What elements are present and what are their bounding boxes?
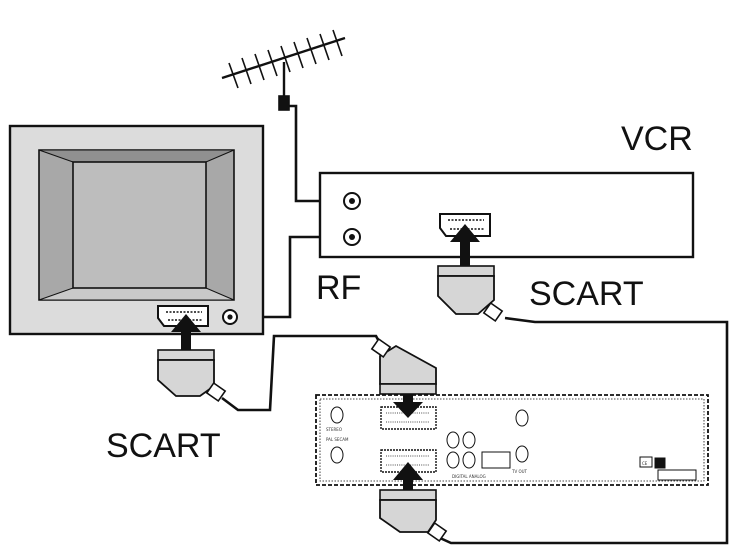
scart-plug-vcr: [437, 265, 504, 323]
scart-label-tv: SCART: [106, 427, 221, 465]
vcr-antenna-socket: [343, 192, 361, 210]
rf-label: RF: [316, 269, 361, 307]
panel-label-1: STEREO: [326, 427, 342, 432]
scart-cable-vcr: [439, 316, 729, 545]
panel-label-5: CE: [642, 461, 648, 466]
receiver-scart-socket-upper: [380, 406, 437, 430]
scart-cable-tv: [221, 334, 384, 412]
tv-screen: [72, 161, 207, 289]
tv-rf-socket: [222, 309, 238, 325]
panel-label-4: TV OUT: [511, 469, 528, 474]
television: [8, 124, 265, 336]
scart-plug-tv: [157, 349, 227, 403]
vcr-rf-out-socket: [343, 228, 361, 246]
scart-plug-receiver-lower: [379, 489, 448, 543]
arrow-up-icon-tv: [171, 314, 201, 350]
arrow-up-icon-vcr: [450, 224, 480, 266]
receiver-back-panel: STEREO PAL SECAM DIGITAL ANALOG TV OUT C…: [315, 394, 709, 486]
arrow-down-icon-receiver: [393, 394, 423, 418]
receiver-small-sockets: [330, 406, 697, 481]
vcr-unit: [318, 171, 695, 259]
panel-label-2: PAL SECAM: [326, 437, 349, 442]
antenna-icon: [221, 29, 346, 111]
scart-plug-receiver-upper: [370, 337, 437, 395]
tv-scart-socket: [157, 305, 209, 327]
arrow-up-icon-receiver: [393, 462, 423, 490]
vcr-label: VCR: [621, 120, 693, 158]
panel-label-3: DIGITAL ANALOG: [452, 474, 486, 479]
scart-label-vcr: SCART: [529, 275, 644, 313]
